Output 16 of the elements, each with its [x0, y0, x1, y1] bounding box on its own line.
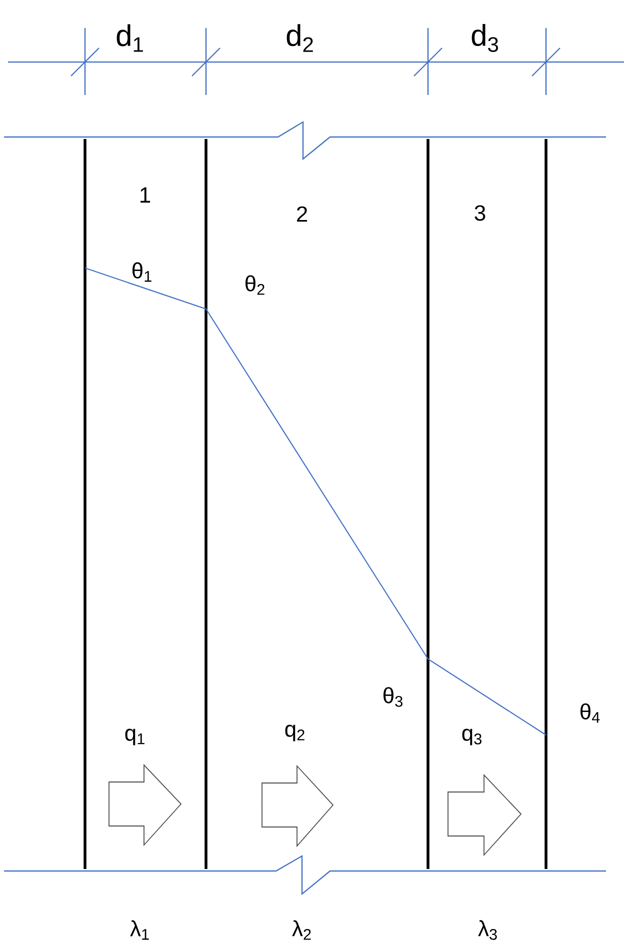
temperature-label: θ$_{3}$	[384, 687, 402, 707]
temperature-label: θ$_{4}$	[580, 703, 600, 723]
layer-number: 2	[297, 206, 308, 222]
conductivity-label: λ$_{1}$	[130, 920, 149, 940]
conductivity-label: λ$_{3}$	[478, 920, 497, 940]
temperature-label: θ$_{2}$	[246, 275, 264, 295]
heat-flux-label: q$_{3}$	[462, 728, 482, 746]
layer-number: 3	[474, 205, 486, 221]
dimension-label: d$_{3}$	[472, 24, 498, 52]
heat-flux-label: q$_{1}$	[125, 728, 144, 746]
dimension-label: d$_{2}$	[286, 24, 313, 52]
heat-flux-label: q$_{2}$	[285, 724, 304, 742]
temperature-label: θ$_{1}$	[132, 262, 152, 282]
conductivity-label: λ$_{2}$	[292, 920, 311, 940]
layer-number: 1	[140, 187, 150, 203]
dimension-label: d$_{1}$	[116, 24, 143, 52]
